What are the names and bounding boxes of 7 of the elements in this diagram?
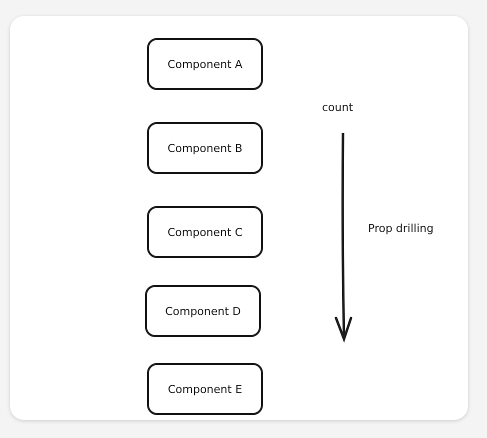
component-box: Component E <box>147 363 263 415</box>
annotation-text: Prop drilling <box>368 222 434 235</box>
component-box: Component B <box>147 122 263 174</box>
component-box: Component A <box>147 38 263 90</box>
component-box: Component C <box>147 206 263 258</box>
component-box: Component D <box>145 285 261 337</box>
annotation-text: count <box>322 101 354 114</box>
